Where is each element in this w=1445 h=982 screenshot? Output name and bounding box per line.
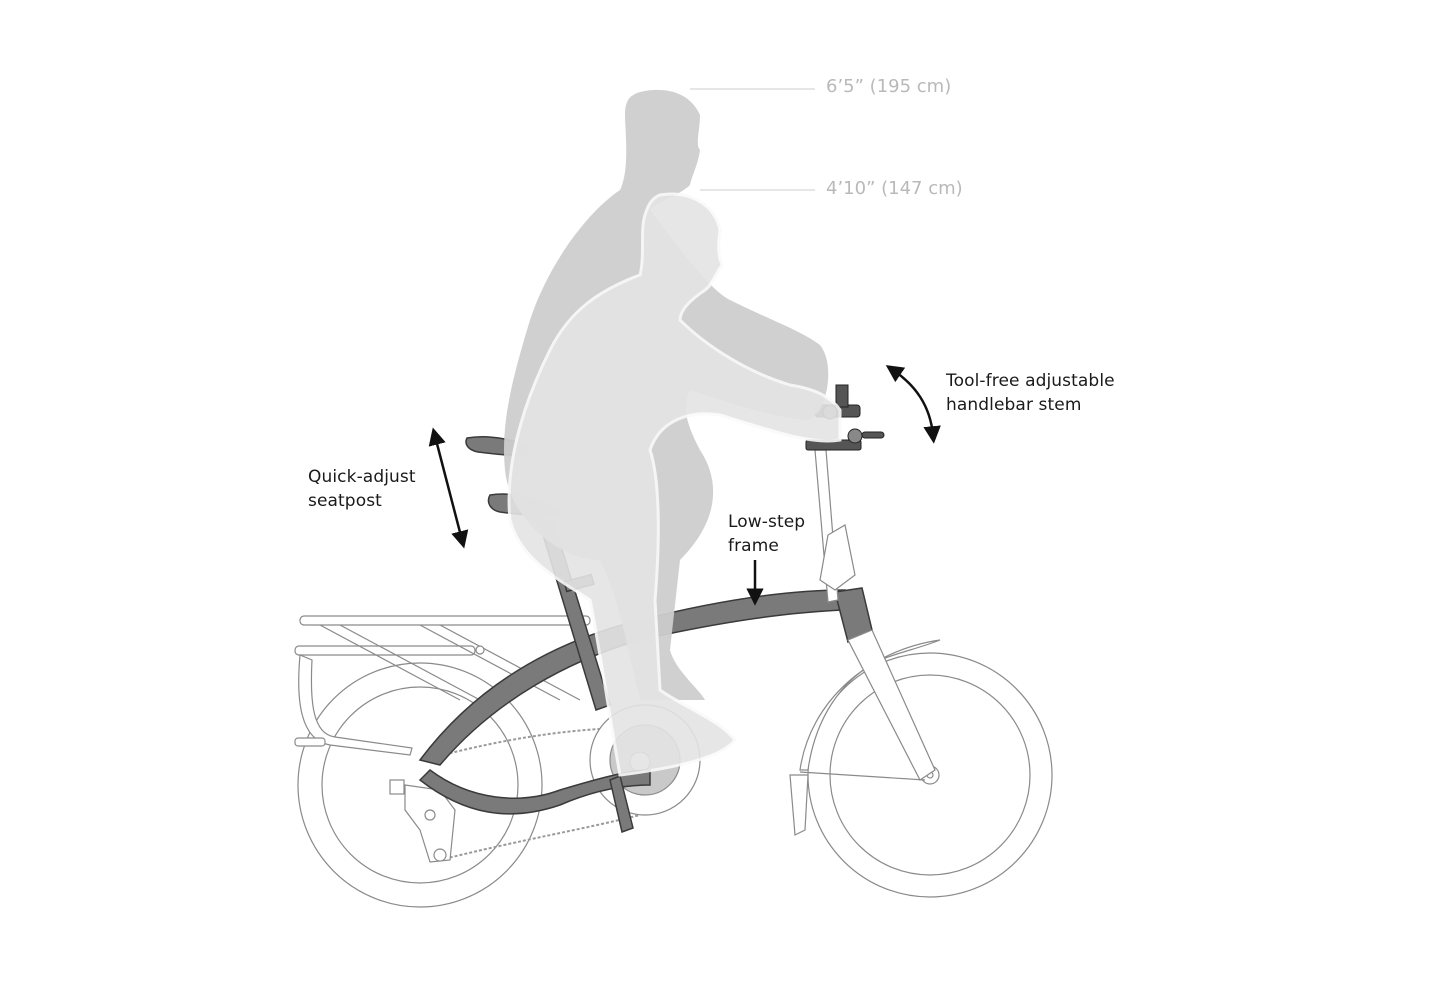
short-rider-silhouette: [507, 192, 842, 777]
tall-rider-height-label: 6’5” (195 cm): [826, 76, 952, 97]
chain: [434, 727, 641, 861]
fender-stay: [799, 771, 926, 781]
short-rider-height-label: 4’10” (147 cm): [826, 178, 963, 199]
fork-and-stem: [814, 449, 936, 781]
low-step-frame-callout: Low-step frame: [728, 512, 806, 556]
handlebar-stem-callout: Tool-free adjustable handlebar stem: [946, 371, 1115, 415]
rear-rack: [294, 615, 591, 756]
rear-wheel: [297, 662, 543, 908]
handlebar-adjust-arrow-icon: [885, 365, 941, 444]
front-fender: [789, 639, 941, 836]
seatpost-callout: Quick-adjust seatpost: [308, 467, 416, 511]
rear-derailleur: [389, 779, 456, 863]
seatpost-adjust-arrow-icon: [428, 427, 469, 549]
